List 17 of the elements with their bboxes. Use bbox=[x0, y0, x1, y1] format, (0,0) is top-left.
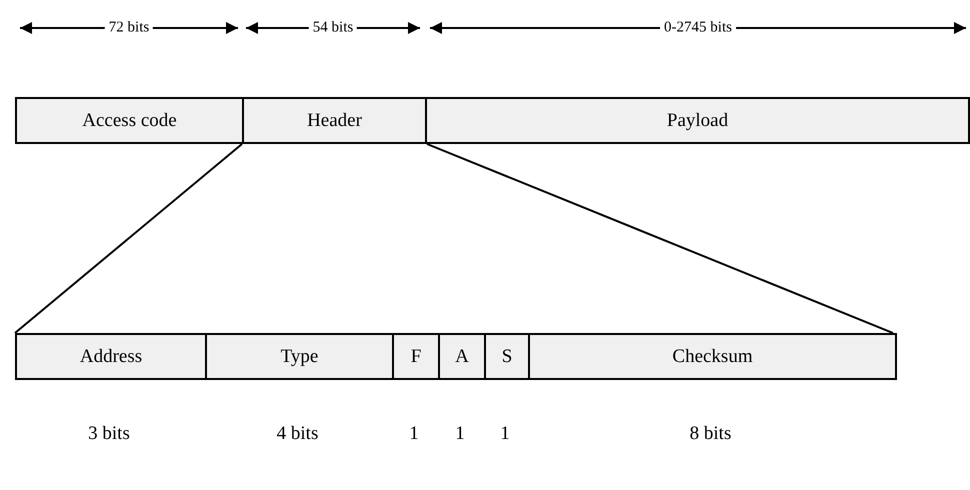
field-box: Payload bbox=[425, 97, 970, 144]
bit-width-label: 1 bbox=[455, 423, 465, 445]
field-box: S bbox=[484, 333, 530, 380]
field-box: Type bbox=[205, 333, 394, 380]
bit-width-label: 3 bits bbox=[88, 423, 130, 445]
zoom-line bbox=[14, 143, 243, 334]
field-box: Address bbox=[15, 333, 207, 380]
zoom-line bbox=[426, 143, 894, 334]
bit-width-label: 4 bits bbox=[276, 423, 318, 445]
field-box: Header bbox=[242, 97, 427, 144]
field-box: A bbox=[438, 333, 486, 380]
bit-width-label: 8 bits bbox=[690, 423, 732, 445]
field-box: Access code bbox=[15, 97, 244, 144]
bit-width-label: 1 bbox=[409, 423, 419, 445]
field-box: F bbox=[392, 333, 440, 380]
bit-width-label: 1 bbox=[500, 423, 510, 445]
field-box: Checksum bbox=[528, 333, 897, 380]
